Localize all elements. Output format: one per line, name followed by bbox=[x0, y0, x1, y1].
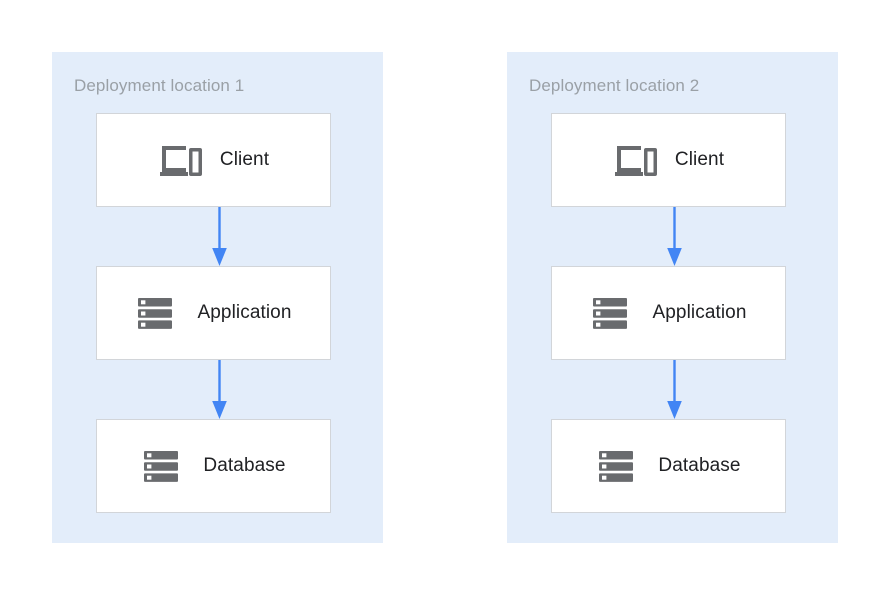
deployment-location-1-panel: Deployment location 1 Client bbox=[52, 52, 383, 543]
node-application-1-label: Application bbox=[197, 302, 292, 323]
node-client-2[interactable]: Client bbox=[551, 113, 786, 207]
devices-client-icon bbox=[158, 137, 204, 183]
deployment-location-2-title: Deployment location 2 bbox=[529, 76, 700, 95]
node-database-1-label: Database bbox=[203, 455, 286, 476]
server-stack-icon bbox=[596, 443, 642, 489]
connector-application-1-to-database-1 bbox=[209, 360, 230, 419]
node-application-2[interactable]: Application bbox=[551, 266, 786, 360]
node-database-2[interactable]: Database bbox=[551, 419, 786, 513]
node-client-1[interactable]: Client bbox=[96, 113, 331, 207]
node-database-2-label: Database bbox=[658, 455, 741, 476]
node-client-1-label: Client bbox=[219, 149, 270, 170]
connector-client-2-to-application-2 bbox=[664, 207, 685, 266]
server-stack-icon bbox=[590, 290, 636, 336]
node-database-1[interactable]: Database bbox=[96, 419, 331, 513]
devices-client-icon bbox=[613, 137, 659, 183]
node-application-2-label: Application bbox=[652, 302, 747, 323]
deployment-location-1-title: Deployment location 1 bbox=[74, 76, 245, 95]
deployment-location-2-panel: Deployment location 2 Client bbox=[507, 52, 838, 543]
node-application-1[interactable]: Application bbox=[96, 266, 331, 360]
node-client-2-label: Client bbox=[674, 149, 725, 170]
connector-client-1-to-application-1 bbox=[209, 207, 230, 266]
server-stack-icon bbox=[141, 443, 187, 489]
connector-application-2-to-database-2 bbox=[664, 360, 685, 419]
server-stack-icon bbox=[135, 290, 181, 336]
